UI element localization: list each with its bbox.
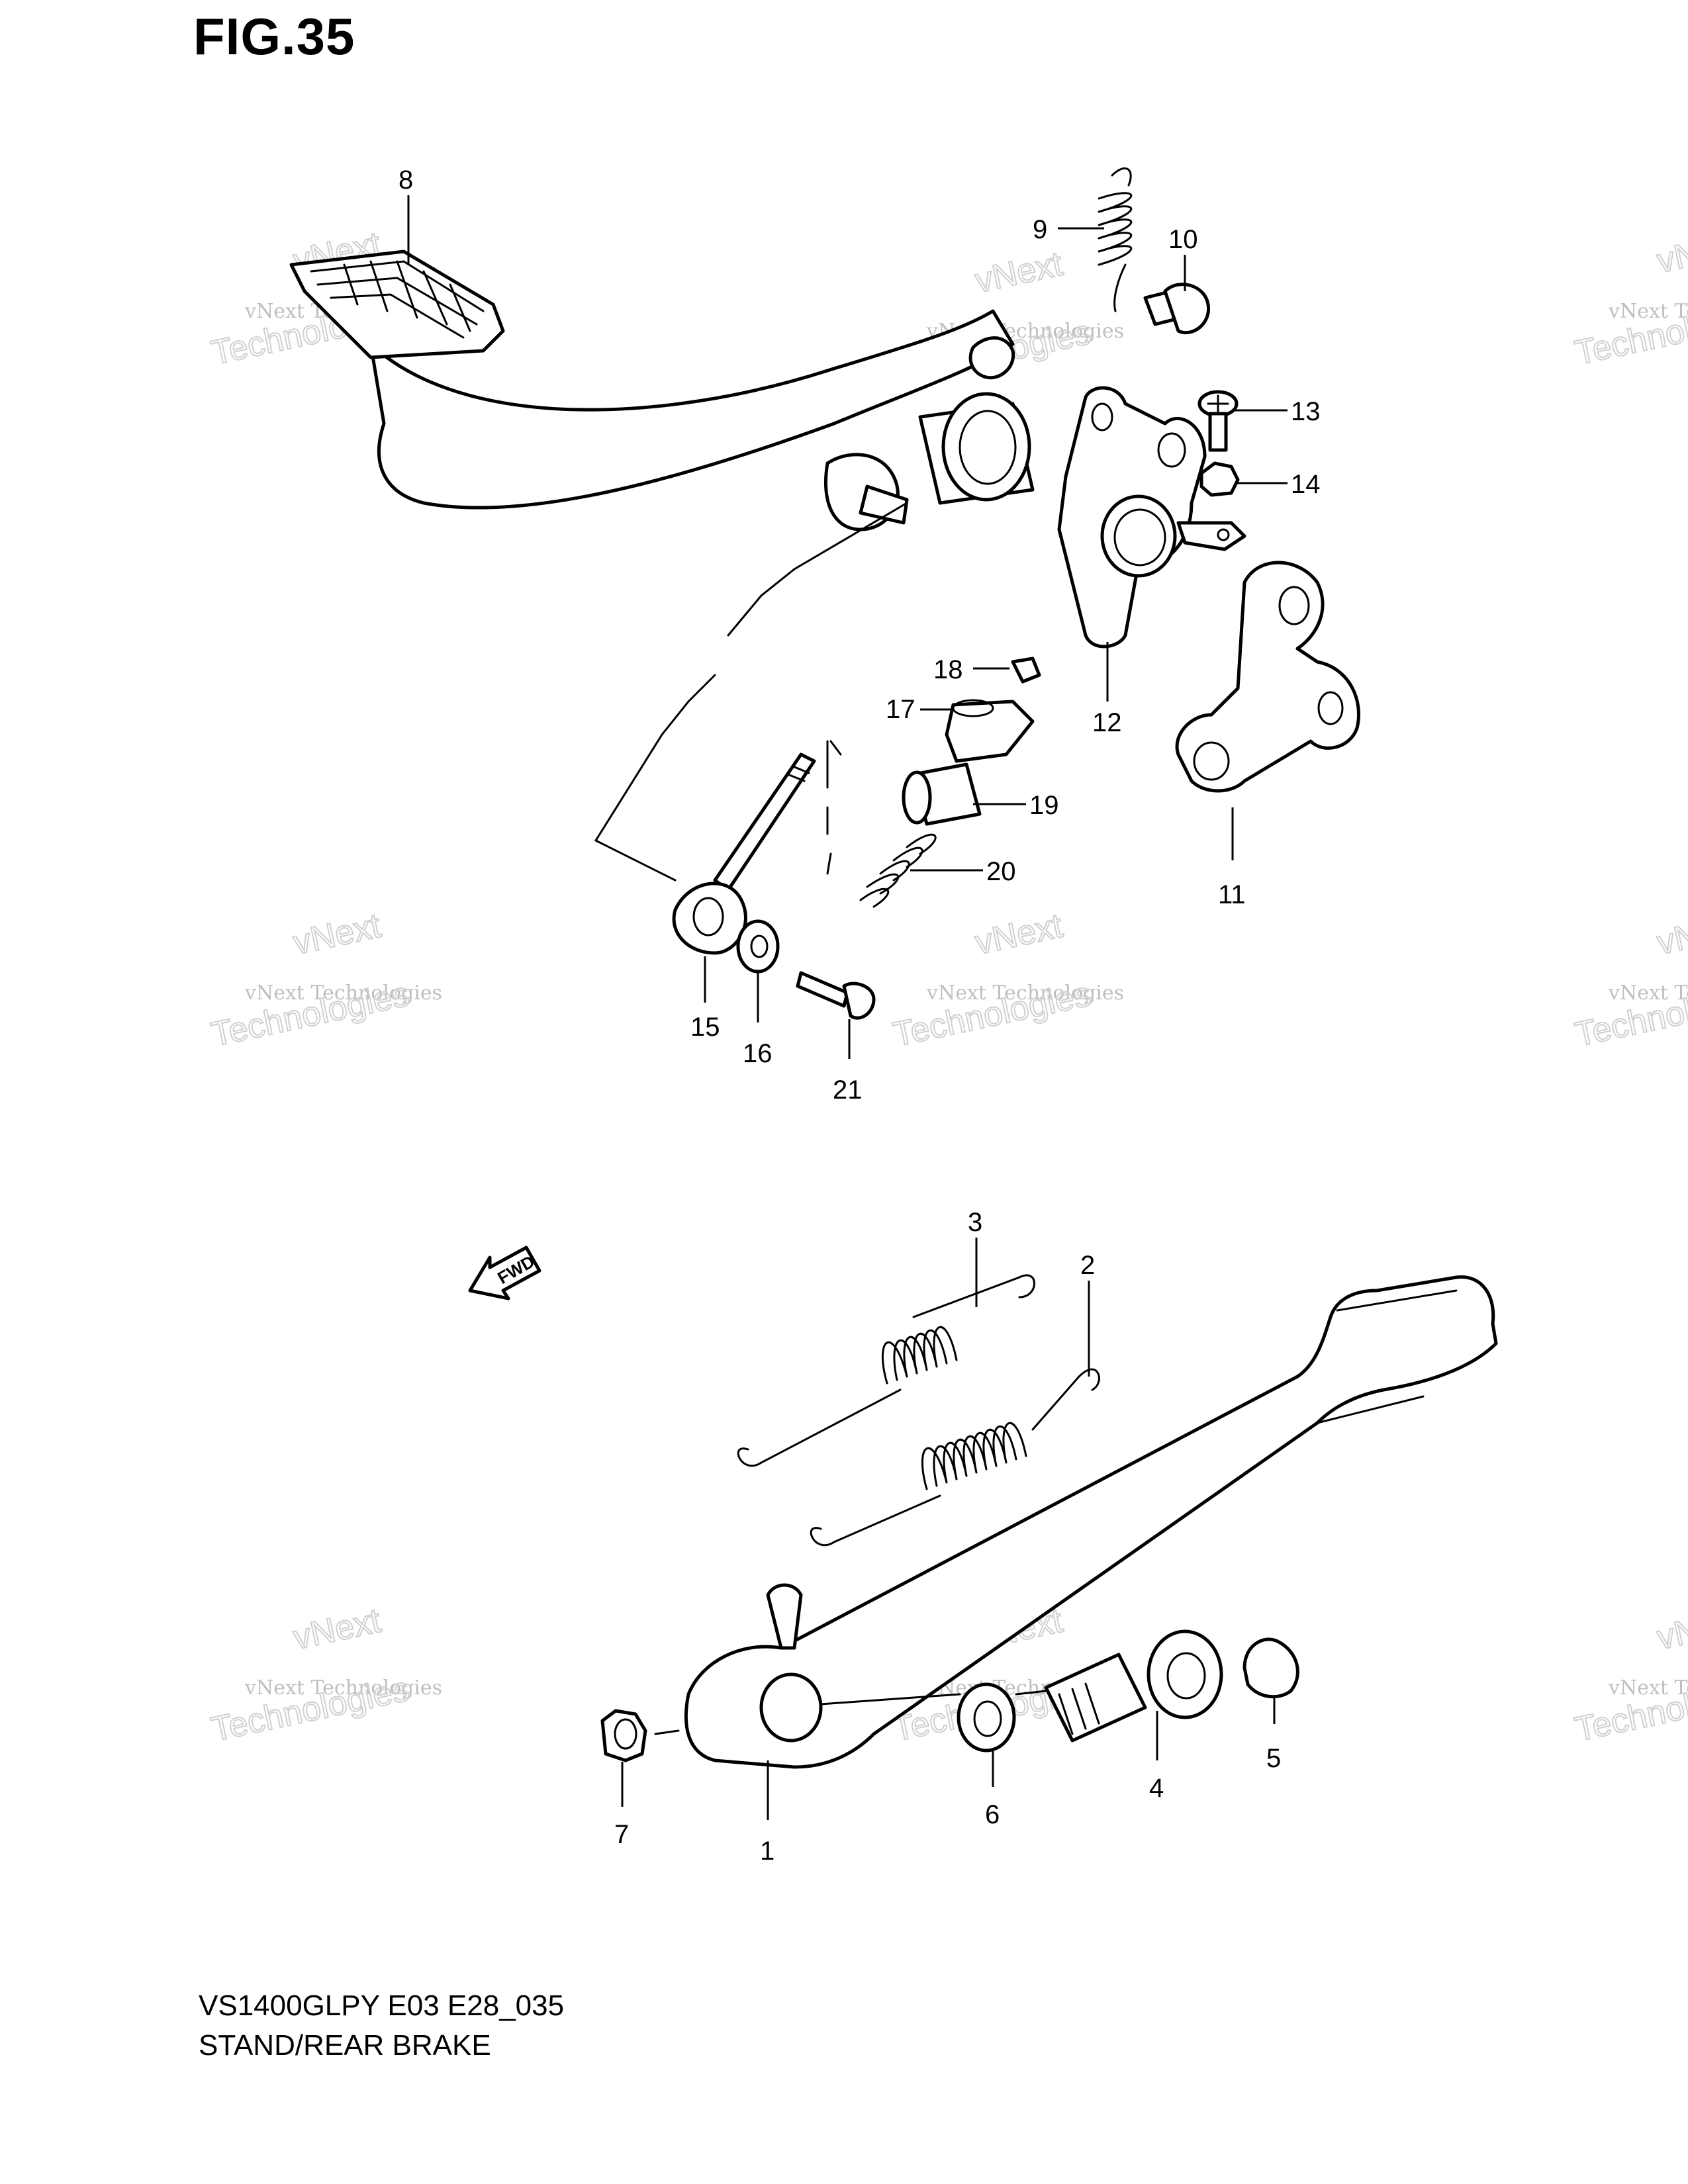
callout-10: 10: [1168, 225, 1198, 291]
svg-text:20: 20: [986, 857, 1016, 886]
svg-text:8: 8: [399, 165, 413, 195]
svg-text:9: 9: [1033, 215, 1047, 244]
callout-11: 11: [1218, 807, 1246, 909]
part-washer-16: [736, 919, 780, 974]
svg-text:vNext Technologies: vNext Technologies: [244, 981, 442, 1005]
callout-4: 4: [1149, 1711, 1164, 1803]
svg-text:15: 15: [690, 1013, 720, 1042]
callout-16: 16: [743, 973, 773, 1068]
svg-text:6: 6: [985, 1800, 1000, 1829]
part-side-stand: [684, 1275, 1498, 1769]
callout-6: 6: [985, 1751, 1000, 1829]
svg-text:vNext: vNext: [1654, 907, 1688, 962]
svg-text:19: 19: [1029, 791, 1059, 820]
svg-text:18: 18: [933, 655, 963, 684]
svg-text:14: 14: [1291, 470, 1321, 499]
figure-title: FIG.35: [193, 7, 355, 66]
svg-text:10: 10: [1168, 225, 1198, 254]
part-spring-20: [859, 833, 937, 908]
svg-text:vNext: vNext: [1654, 1602, 1688, 1657]
svg-text:21: 21: [833, 1075, 863, 1105]
svg-text:2: 2: [1080, 1251, 1095, 1280]
part-brake-link: [1175, 561, 1360, 793]
watermark: vNext Technologies vNext Technologies: [889, 906, 1124, 1055]
svg-text:16: 16: [743, 1039, 773, 1068]
part-nut-7: [600, 1709, 647, 1762]
fwd-direction-arrow: FWD: [468, 1246, 541, 1300]
callout-18: 18: [933, 655, 1009, 684]
part-pivot-bolt-4: [1044, 1629, 1223, 1743]
svg-text:vNext Technologies: vNext Technologies: [244, 1676, 442, 1700]
callout-12: 12: [1092, 642, 1122, 737]
watermark: vNext Technologies vNext Technologies: [1571, 906, 1688, 1055]
assembly-phantom-lines: [594, 502, 908, 882]
part-brake-pedal: [289, 250, 1015, 510]
watermark: vNext Technologies vNext Technologies: [1571, 1601, 1688, 1750]
svg-text:4: 4: [1149, 1774, 1164, 1803]
watermark: vNext Technologies vNext Technologies: [207, 1601, 442, 1750]
watermark: vNext Technologies vNext Technologies: [207, 906, 442, 1055]
part-pedal-pivot-boss: [823, 336, 1035, 531]
svg-text:5: 5: [1266, 1744, 1281, 1773]
figure-caption: STAND/REAR BRAKE: [199, 2029, 491, 2062]
part-return-spring: [1098, 167, 1133, 312]
part-spring-3: [737, 1274, 1035, 1467]
callout-14: 14: [1237, 470, 1321, 499]
svg-text:vNext Technologies: vNext Technologies: [1608, 300, 1688, 323]
svg-text:vNext Technologies: vNext Technologies: [1608, 1676, 1688, 1700]
svg-text:7: 7: [614, 1820, 629, 1849]
part-bolt-21: [796, 971, 876, 1020]
callout-20: 20: [910, 857, 1016, 886]
part-collar-19: [902, 762, 982, 826]
part-clip-18: [1011, 657, 1041, 684]
svg-text:vNext: vNext: [1654, 225, 1688, 281]
part-brake-arm: [1057, 386, 1246, 649]
callout-1: 1: [760, 1760, 774, 1866]
callout-5: 5: [1266, 1696, 1281, 1773]
callout-19: 19: [973, 791, 1059, 820]
callout-21: 21: [833, 1019, 863, 1105]
part-joint-17: [945, 699, 1035, 763]
model-code: VS1400GLPY E03 E28_035: [199, 1989, 565, 2022]
svg-text:13: 13: [1291, 397, 1321, 426]
svg-text:17: 17: [886, 695, 915, 724]
pivot-axis-line: [654, 1690, 1047, 1735]
part-screw-13: [1197, 390, 1239, 452]
callout-17: 17: [886, 695, 953, 724]
part-brake-rod: [672, 752, 816, 955]
part-cap-5: [1243, 1637, 1299, 1699]
callout-3: 3: [968, 1208, 982, 1307]
svg-text:vNext: vNext: [290, 907, 385, 962]
part-nut-14: [1199, 461, 1240, 497]
svg-text:vNext: vNext: [972, 245, 1066, 300]
callout-2: 2: [1080, 1251, 1095, 1377]
callout-15: 15: [690, 956, 720, 1042]
watermark: vNext Technologies vNext Technologies: [1571, 224, 1688, 373]
svg-text:vNext Technologies: vNext Technologies: [1608, 981, 1688, 1005]
svg-text:1: 1: [760, 1837, 774, 1866]
callout-9: 9: [1033, 215, 1104, 244]
svg-text:11: 11: [1218, 880, 1246, 909]
svg-text:vNext: vNext: [972, 907, 1066, 962]
callout-7: 7: [614, 1762, 629, 1849]
callouts: 8 9 10 13 14 12 11 18: [399, 165, 1321, 1866]
part-bolt-10: [1143, 283, 1210, 335]
part-washer-6: [957, 1682, 1016, 1752]
callout-8: 8: [399, 165, 413, 265]
callout-13: 13: [1233, 397, 1321, 426]
svg-text:vNext Technologies: vNext Technologies: [926, 981, 1124, 1005]
part-spring-2: [810, 1368, 1100, 1547]
svg-text:3: 3: [968, 1208, 982, 1237]
svg-text:vNext: vNext: [290, 1602, 385, 1657]
svg-text:12: 12: [1092, 708, 1122, 737]
